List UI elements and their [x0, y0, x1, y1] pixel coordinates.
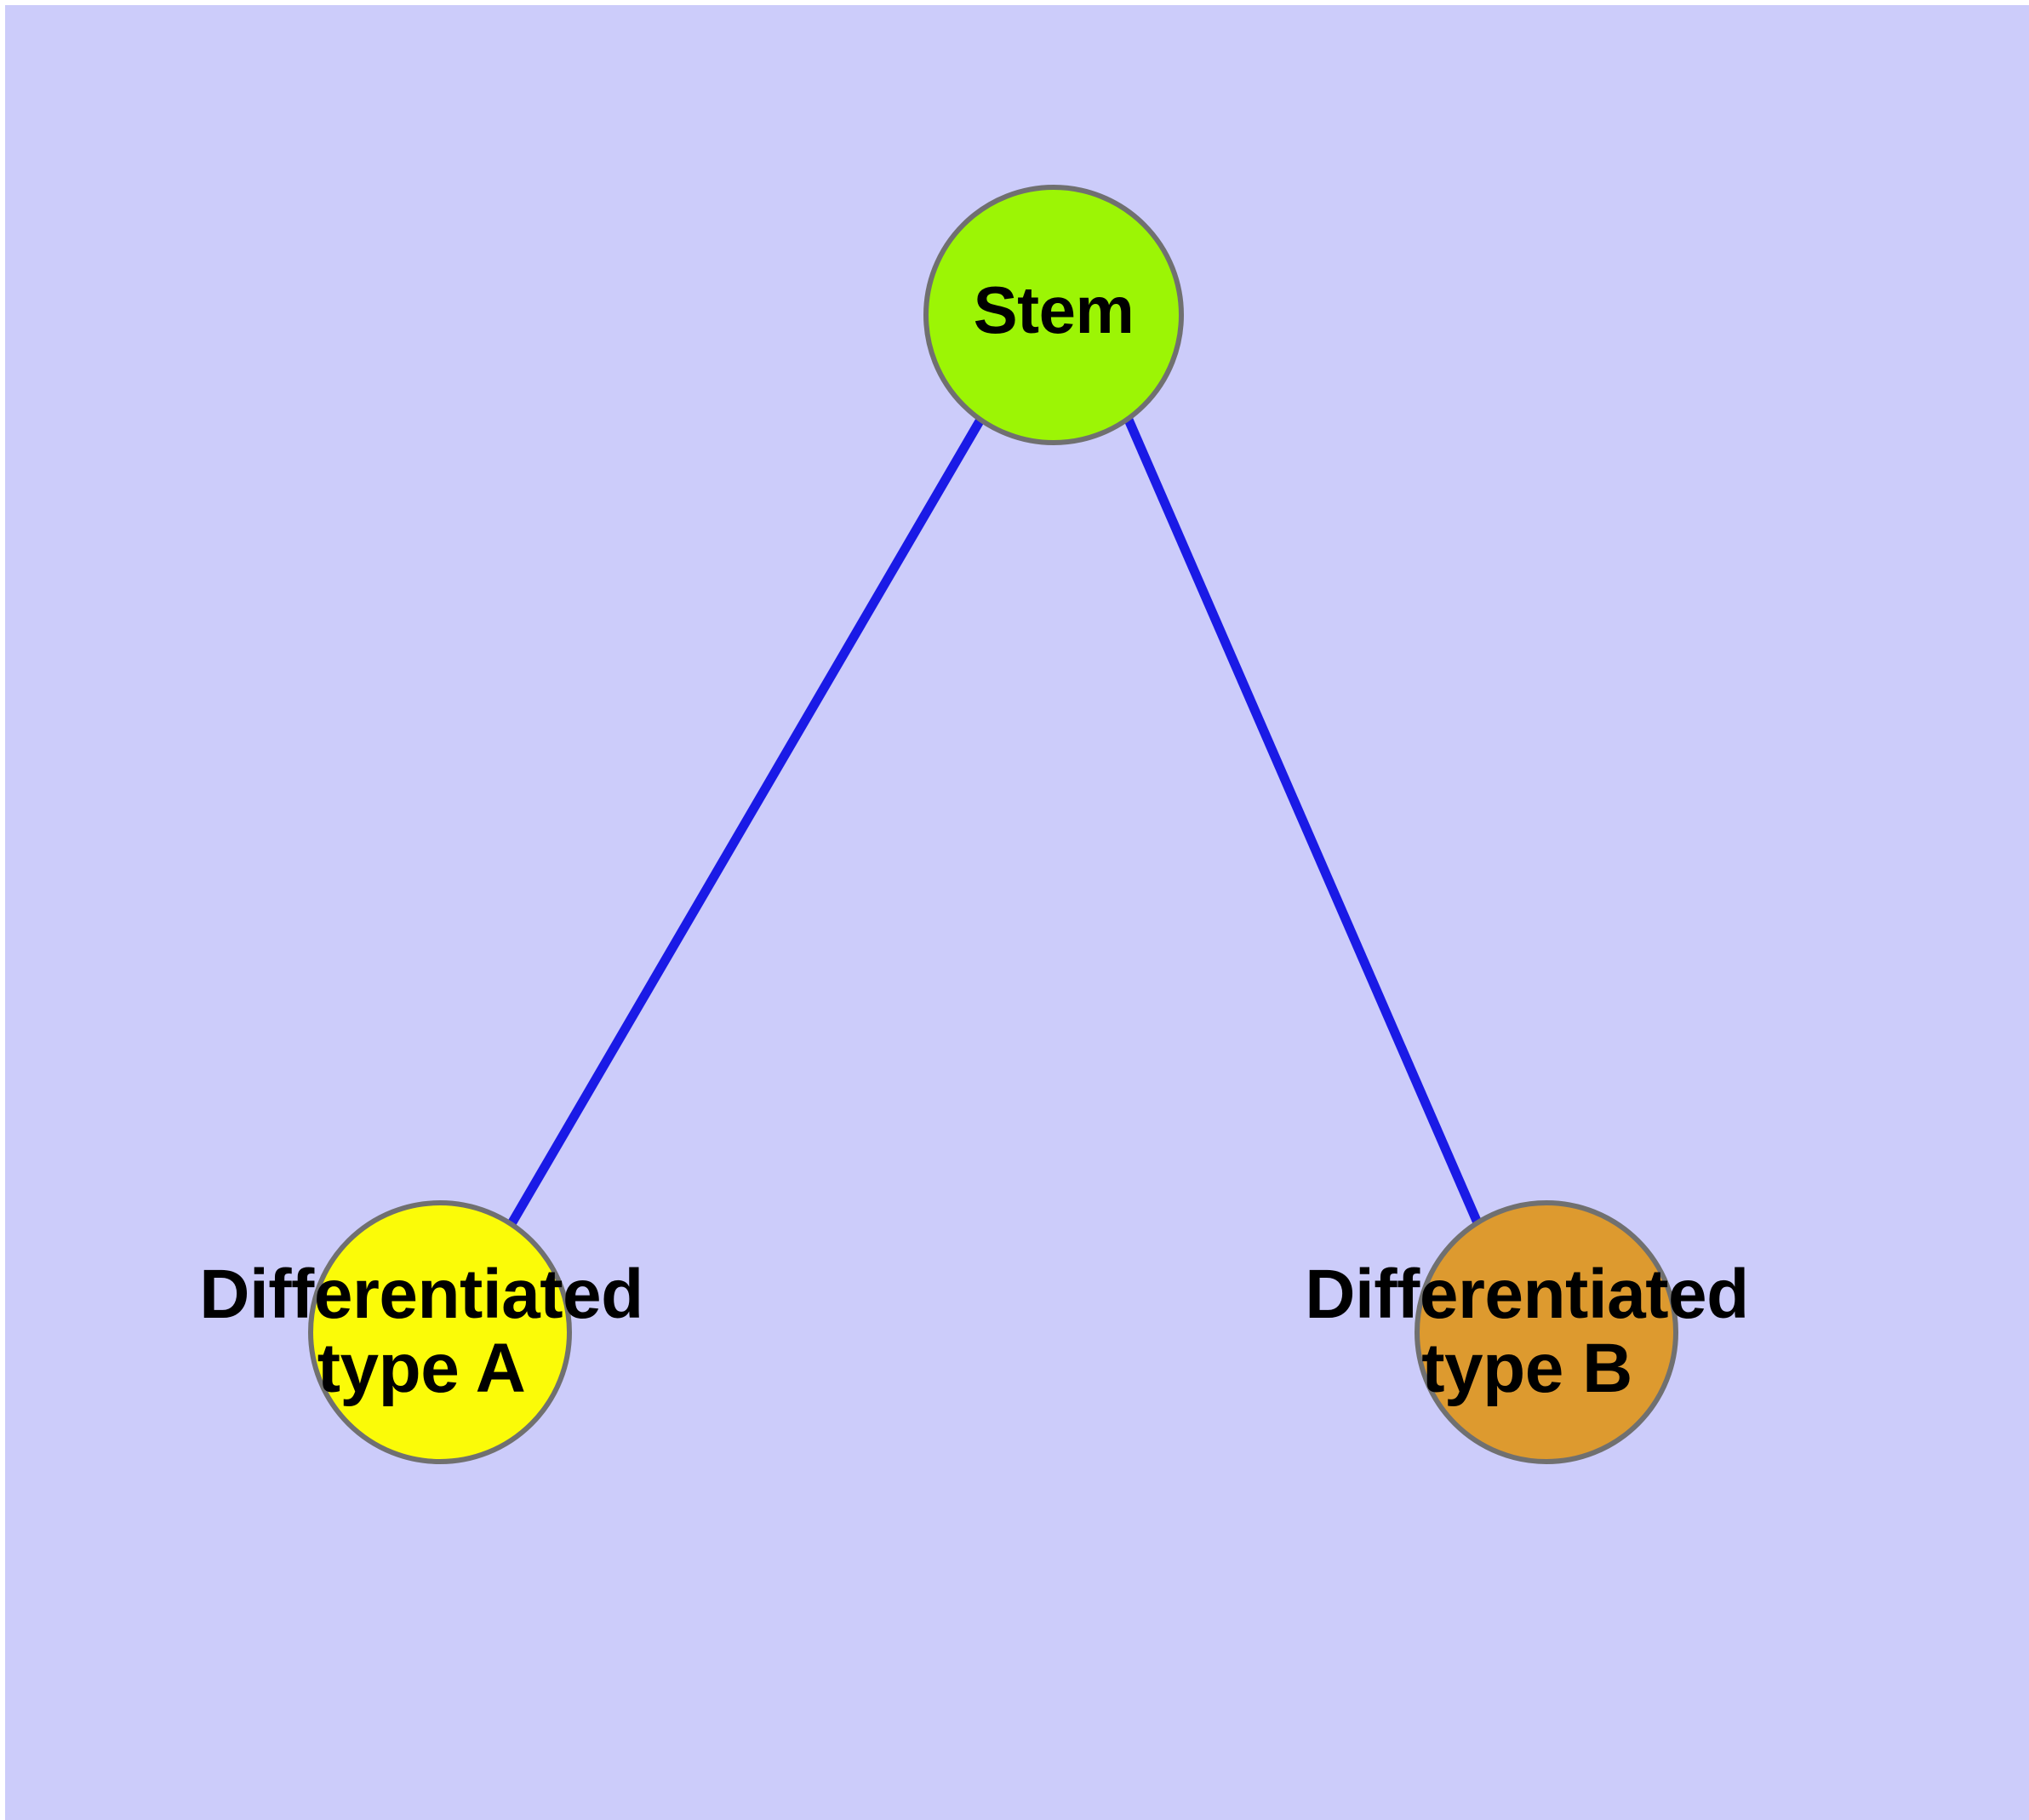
node-stem[interactable]	[923, 185, 1184, 445]
node-differentiated-type-b[interactable]	[1415, 1200, 1678, 1464]
edge-stem-to-diff-a	[506, 417, 985, 1229]
edge-stem-to-diff-b	[1123, 417, 1484, 1229]
edge-layer	[506, 417, 1484, 1229]
node-differentiated-type-a[interactable]	[308, 1200, 572, 1464]
node-layer	[308, 185, 1678, 1464]
